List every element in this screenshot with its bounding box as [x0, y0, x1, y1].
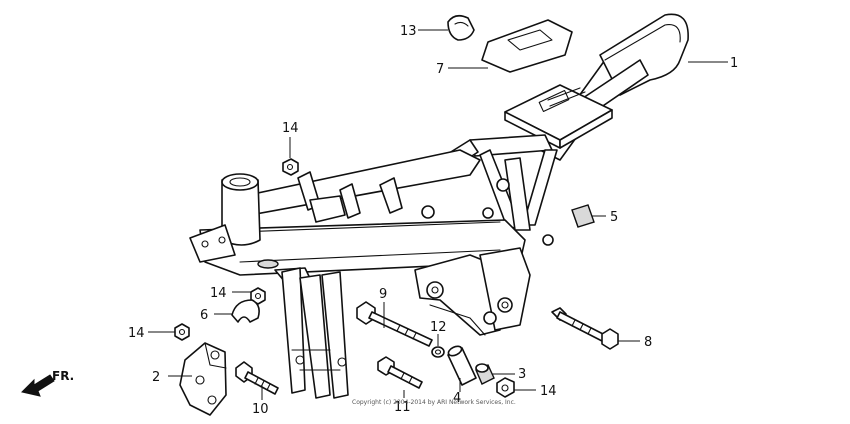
callout-5: 5: [610, 210, 618, 225]
frame-body[interactable]: [189, 13, 689, 399]
callout-14-bottom-right: 14: [540, 384, 557, 399]
rubber-part-5[interactable]: [571, 204, 595, 228]
callout-1: 1: [730, 56, 738, 71]
callout-2: 2: [152, 370, 160, 385]
collar-part-4[interactable]: [447, 344, 477, 386]
nut-part-14-top[interactable]: [282, 158, 299, 176]
callout-10: 10: [252, 402, 269, 417]
front-direction-arrow: FR.: [21, 369, 74, 397]
callout-8: 8: [644, 335, 652, 350]
bolt-part-10[interactable]: [235, 361, 279, 395]
clamp-part-13[interactable]: [447, 14, 475, 41]
front-direction-label: FR.: [52, 369, 74, 383]
washer-part-12[interactable]: [431, 346, 445, 358]
callout-3: 3: [518, 367, 526, 382]
callout-13: 13: [400, 24, 417, 39]
callout-14-top: 14: [282, 121, 299, 136]
bracket-part-2[interactable]: [179, 342, 227, 416]
bushing-part-3[interactable]: [475, 363, 495, 385]
copyright-notice: Copyright (c) 2004-2014 by ARI Network S…: [352, 399, 516, 406]
callout-12: 12: [430, 320, 447, 335]
clip-part-6[interactable]: [231, 299, 260, 323]
nut-part-14-bottom-right[interactable]: [496, 377, 515, 398]
leader-lines: [148, 29, 728, 400]
bolt-part-11[interactable]: [377, 356, 423, 389]
callout-4: 4: [453, 391, 461, 406]
callout-9: 9: [379, 287, 387, 302]
callout-11: 11: [394, 400, 411, 415]
callout-7: 7: [436, 62, 444, 77]
callout-14-left-upper: 14: [210, 286, 227, 301]
nut-part-14-left-lower[interactable]: [174, 323, 190, 341]
bolt-part-9[interactable]: [356, 301, 433, 347]
callout-6: 6: [200, 308, 208, 323]
bolt-part-8[interactable]: [551, 307, 619, 350]
plate-part-7[interactable]: [481, 19, 573, 73]
callout-14-left-lower: 14: [128, 326, 145, 341]
